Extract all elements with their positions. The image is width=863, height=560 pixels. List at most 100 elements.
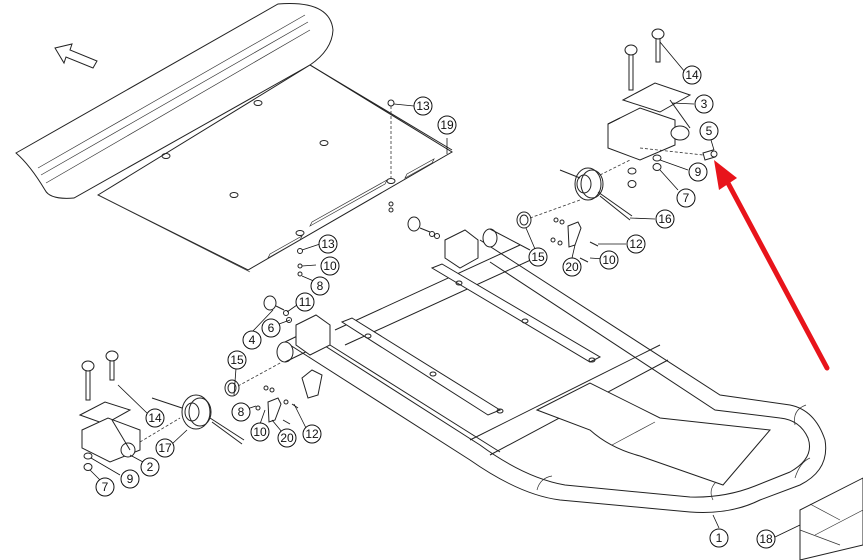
callout-18: 18 — [756, 529, 776, 549]
callout-circle — [599, 250, 619, 270]
callout-label: 11 — [299, 295, 312, 309]
callout-label: 1 — [716, 531, 723, 545]
hinge-right — [599, 28, 718, 188]
callout-circle — [302, 424, 322, 444]
callout-15: 15 — [528, 247, 548, 267]
callout-circle — [318, 234, 338, 254]
callout-circle — [295, 292, 315, 312]
callout-label: 13 — [321, 237, 335, 251]
callout-20: 20 — [277, 428, 297, 448]
callout-6: 6 — [261, 318, 281, 338]
callout-15: 15 — [227, 350, 247, 370]
callout-7: 7 — [95, 477, 115, 497]
side-panel — [799, 477, 863, 560]
callout-10: 10 — [599, 250, 619, 270]
callout-label: 4 — [249, 333, 256, 347]
callout-label: 12 — [305, 427, 319, 441]
callout-label: 2 — [147, 460, 154, 474]
callout-2: 2 — [140, 457, 160, 477]
callout-label: 8 — [238, 405, 245, 419]
direction-arrow-icon — [54, 43, 98, 69]
callout-13: 13 — [318, 234, 338, 254]
callout-circle — [437, 115, 457, 135]
callout-label: 10 — [602, 253, 616, 267]
callout-11: 11 — [295, 292, 315, 312]
callout-16: 16 — [655, 209, 675, 229]
callout-circle — [676, 188, 696, 208]
callout-circle — [227, 350, 247, 370]
callout-9: 9 — [688, 162, 708, 182]
callout-circle — [626, 234, 646, 254]
callout-19: 19 — [437, 115, 457, 135]
callout-17: 17 — [155, 438, 175, 458]
callout-14: 14 — [145, 408, 165, 428]
callout-label: 9 — [127, 472, 134, 486]
callout-label: 5 — [706, 124, 713, 138]
bushing-right — [407, 199, 599, 263]
callout-12: 12 — [626, 234, 646, 254]
callout-label: 17 — [158, 441, 172, 455]
callout-label: 15 — [230, 353, 244, 367]
plate-bolts — [161, 100, 396, 236]
callout-9: 9 — [120, 469, 140, 489]
callouts: 1234567788991010101112121313141415151617… — [95, 65, 776, 549]
callout-label: 19 — [440, 118, 454, 132]
callout-label: 9 — [695, 165, 702, 179]
callout-circle — [756, 529, 776, 549]
callout-circle — [120, 469, 140, 489]
callout-label: 14 — [685, 68, 699, 82]
callout-label: 10 — [253, 425, 267, 439]
callout-circle — [145, 408, 165, 428]
main-frame — [276, 228, 827, 513]
callout-4: 4 — [242, 330, 262, 350]
callout-circle — [231, 402, 251, 422]
callout-circle — [655, 209, 675, 229]
callout-label: 16 — [658, 212, 672, 226]
callout-label: 12 — [629, 237, 643, 251]
callout-circle — [250, 422, 270, 442]
callout-label: 8 — [317, 279, 324, 293]
bushing-left — [224, 295, 299, 425]
spring-left — [151, 394, 245, 445]
callout-circle — [413, 96, 433, 116]
callout-label: 6 — [268, 321, 275, 335]
callout-circle — [242, 330, 262, 350]
callout-circle — [694, 94, 714, 114]
callout-label: 20 — [565, 260, 579, 274]
callout-10: 10 — [250, 422, 270, 442]
callout-label: 15 — [531, 250, 545, 264]
leader-lines — [89, 41, 801, 538]
hinge-left — [78, 350, 181, 471]
callout-circle — [709, 528, 729, 548]
callout-circle — [140, 457, 160, 477]
platform-plate — [15, 3, 453, 277]
callout-label: 13 — [416, 99, 430, 113]
spring-right — [559, 167, 633, 221]
callout-circle — [682, 65, 702, 85]
callout-8: 8 — [310, 276, 330, 296]
callout-circle — [562, 257, 582, 277]
callout-label: 10 — [323, 259, 337, 273]
callout-label: 7 — [102, 480, 109, 494]
callout-13: 13 — [413, 96, 433, 116]
callout-circle — [310, 276, 330, 296]
callout-8: 8 — [231, 402, 251, 422]
callout-label: 14 — [148, 411, 162, 425]
callout-circle — [528, 247, 548, 267]
callout-label: 7 — [683, 191, 690, 205]
callout-3: 3 — [694, 94, 714, 114]
highlight-arrow — [714, 160, 830, 371]
callout-20: 20 — [562, 257, 582, 277]
callout-circle — [320, 256, 340, 276]
callout-circle — [699, 121, 719, 141]
callout-5: 5 — [699, 121, 719, 141]
callout-label: 20 — [280, 431, 294, 445]
callout-14: 14 — [682, 65, 702, 85]
callout-1: 1 — [709, 528, 729, 548]
callout-circle — [95, 477, 115, 497]
callout-label: 18 — [759, 532, 773, 546]
callout-circle — [688, 162, 708, 182]
callout-12: 12 — [302, 424, 322, 444]
callout-circle — [155, 438, 175, 458]
